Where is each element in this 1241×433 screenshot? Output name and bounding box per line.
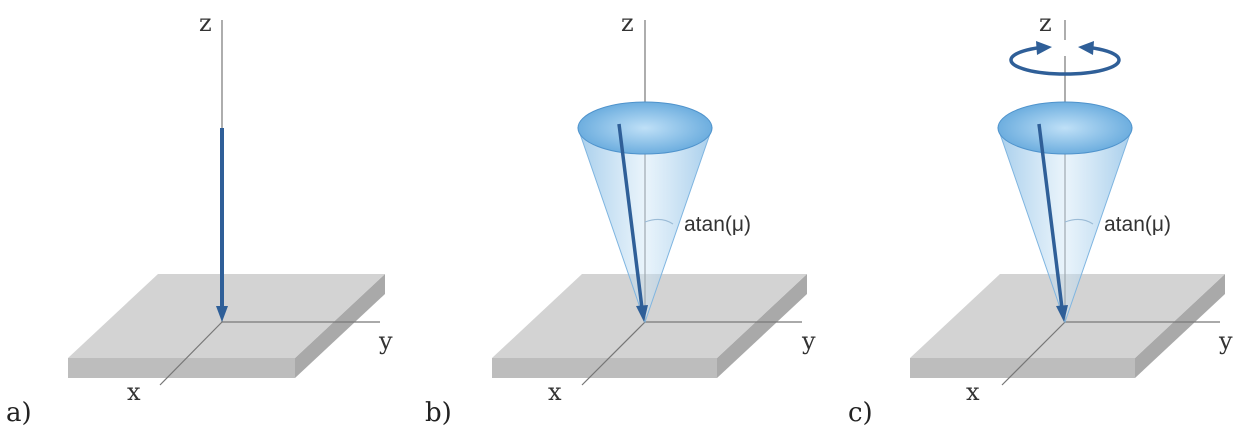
- cone-angle-arc: [1064, 218, 1094, 225]
- plate-front-side: [68, 358, 295, 378]
- panel-c-caption: c): [848, 398, 873, 428]
- friction-cone-cap: [577, 101, 713, 155]
- x-axis-label: x: [966, 378, 980, 406]
- plate-front-side: [492, 358, 717, 378]
- z-axis-label: z: [199, 9, 212, 37]
- force-arrow-head: [1056, 305, 1068, 322]
- rotation-gap: [1039, 40, 1091, 56]
- panel-a-caption: a): [6, 398, 32, 428]
- plate-right-side: [295, 274, 385, 378]
- z-axis-label: z: [1039, 9, 1052, 37]
- x-axis-label: x: [127, 378, 141, 406]
- panel-c-diagram: [910, 20, 1225, 386]
- friction-cone-cap: [997, 101, 1133, 155]
- y-axis-label: y: [1219, 327, 1233, 355]
- y-axis-label: y: [802, 327, 816, 355]
- plate-top: [68, 274, 385, 358]
- z-axis-label: z: [621, 9, 634, 37]
- friction-angle-label: atan(μ): [684, 213, 751, 236]
- force-arrow-shaft: [617, 123, 644, 309]
- x-axis: [581, 321, 646, 386]
- plate-right-side: [1135, 274, 1225, 378]
- y-axis-label: y: [379, 327, 393, 355]
- panel-b-caption: b): [425, 398, 452, 428]
- x-axis: [159, 321, 223, 386]
- friction-angle-label: atan(μ): [1104, 213, 1171, 236]
- plate-top: [492, 274, 807, 358]
- panel-a-diagram: [68, 20, 385, 386]
- x-axis: [1001, 321, 1066, 386]
- rotation-arrowhead-left: [1036, 41, 1052, 55]
- plate-front-side: [910, 358, 1135, 378]
- cone-angle-arc: [644, 218, 674, 225]
- panel-b-diagram: [492, 20, 807, 386]
- rotation-arrowhead-right: [1078, 41, 1094, 55]
- force-arrow-head: [216, 306, 228, 322]
- force-arrow-shaft: [1037, 123, 1064, 309]
- force-arrow-head: [636, 305, 648, 322]
- plate-right-side: [717, 274, 807, 378]
- x-axis-label: x: [548, 378, 562, 406]
